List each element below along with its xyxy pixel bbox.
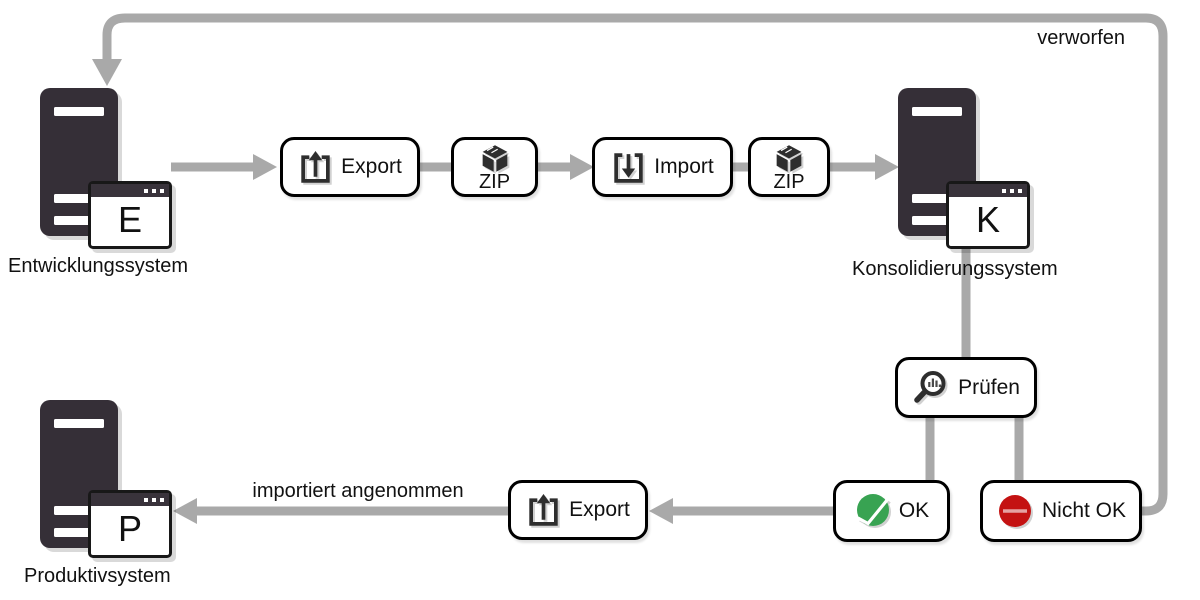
titlebar-dot: [144, 188, 148, 193]
ok-check-icon: [856, 493, 889, 526]
titlebar-dot: [152, 188, 156, 193]
system-letter-consolidation: K: [975, 199, 1000, 240]
node-label: Export: [569, 498, 630, 521]
magnifier-icon: [914, 371, 946, 403]
tower-slot: [54, 419, 104, 428]
tower-slot: [912, 216, 970, 225]
arrowhead-into-export-bottom: [649, 498, 673, 524]
system-label-development: Entwicklungssystem: [8, 255, 189, 277]
titlebar-dot: [1010, 188, 1014, 193]
titlebar-dot: [1002, 188, 1006, 193]
node-zip-right: ZIP: [748, 137, 830, 197]
system-label-consolidation: Konsolidierungssystem: [852, 258, 1058, 280]
node-label: Export: [341, 155, 402, 178]
not-ok-minus-icon: [998, 494, 1031, 527]
node-label: Import: [654, 155, 714, 178]
node-export-bottom: Export: [508, 480, 648, 540]
node-zip-left: ZIP: [451, 137, 538, 197]
window-titlebar: [949, 184, 1027, 197]
titlebar-dot: [160, 497, 164, 502]
zip-package-icon: [482, 145, 507, 172]
node-label: Prüfen: [958, 375, 1020, 399]
arrowhead-into-import: [570, 154, 594, 180]
edge-label-rejected: verworfen: [1037, 27, 1125, 49]
arrowhead-into-dev: [92, 59, 122, 86]
node-label: ZIP: [478, 171, 511, 193]
edge-notok-loop: [102, 13, 1168, 516]
node-label: ZIP: [773, 171, 805, 193]
titlebar-dot: [144, 497, 148, 502]
titlebar-dot: [152, 497, 156, 502]
window-icon-consolidation: K: [946, 181, 1030, 249]
arrowhead-into-prod: [173, 498, 197, 524]
node-export-top: Export: [280, 137, 420, 197]
tower-slot: [912, 107, 962, 116]
tower-slot: [54, 107, 104, 116]
export-icon: [529, 493, 558, 526]
import-icon: [614, 152, 643, 183]
export-icon: [301, 150, 330, 183]
system-letter-production: P: [117, 508, 142, 549]
node-import: Import: [592, 137, 733, 197]
node-label: OK: [898, 499, 930, 522]
system-label-production: Produktivsystem: [24, 565, 171, 587]
tower-slot: [54, 194, 112, 203]
titlebar-dot: [1018, 188, 1022, 193]
node-ok: OK: [833, 480, 950, 542]
arrowhead-into-export-top: [253, 154, 277, 180]
edge-label-accepted: importiert angenommen: [252, 480, 464, 502]
system-letter-development: E: [117, 199, 142, 240]
zip-package-icon: [776, 145, 802, 172]
window-icon-development: E: [88, 181, 172, 249]
tower-slot: [54, 506, 112, 515]
node-not-ok: Nicht OK: [980, 480, 1142, 542]
node-check: Prüfen: [895, 357, 1037, 418]
window-titlebar: [91, 493, 169, 506]
tower-slot: [912, 194, 970, 203]
tower-slot: [54, 528, 112, 537]
arrowhead-into-cons: [875, 154, 899, 180]
window-icon-production: P: [88, 490, 172, 558]
window-titlebar: [91, 184, 169, 197]
titlebar-dot: [160, 188, 164, 193]
node-label: Nicht OK: [1041, 499, 1127, 522]
tower-slot: [54, 216, 112, 225]
